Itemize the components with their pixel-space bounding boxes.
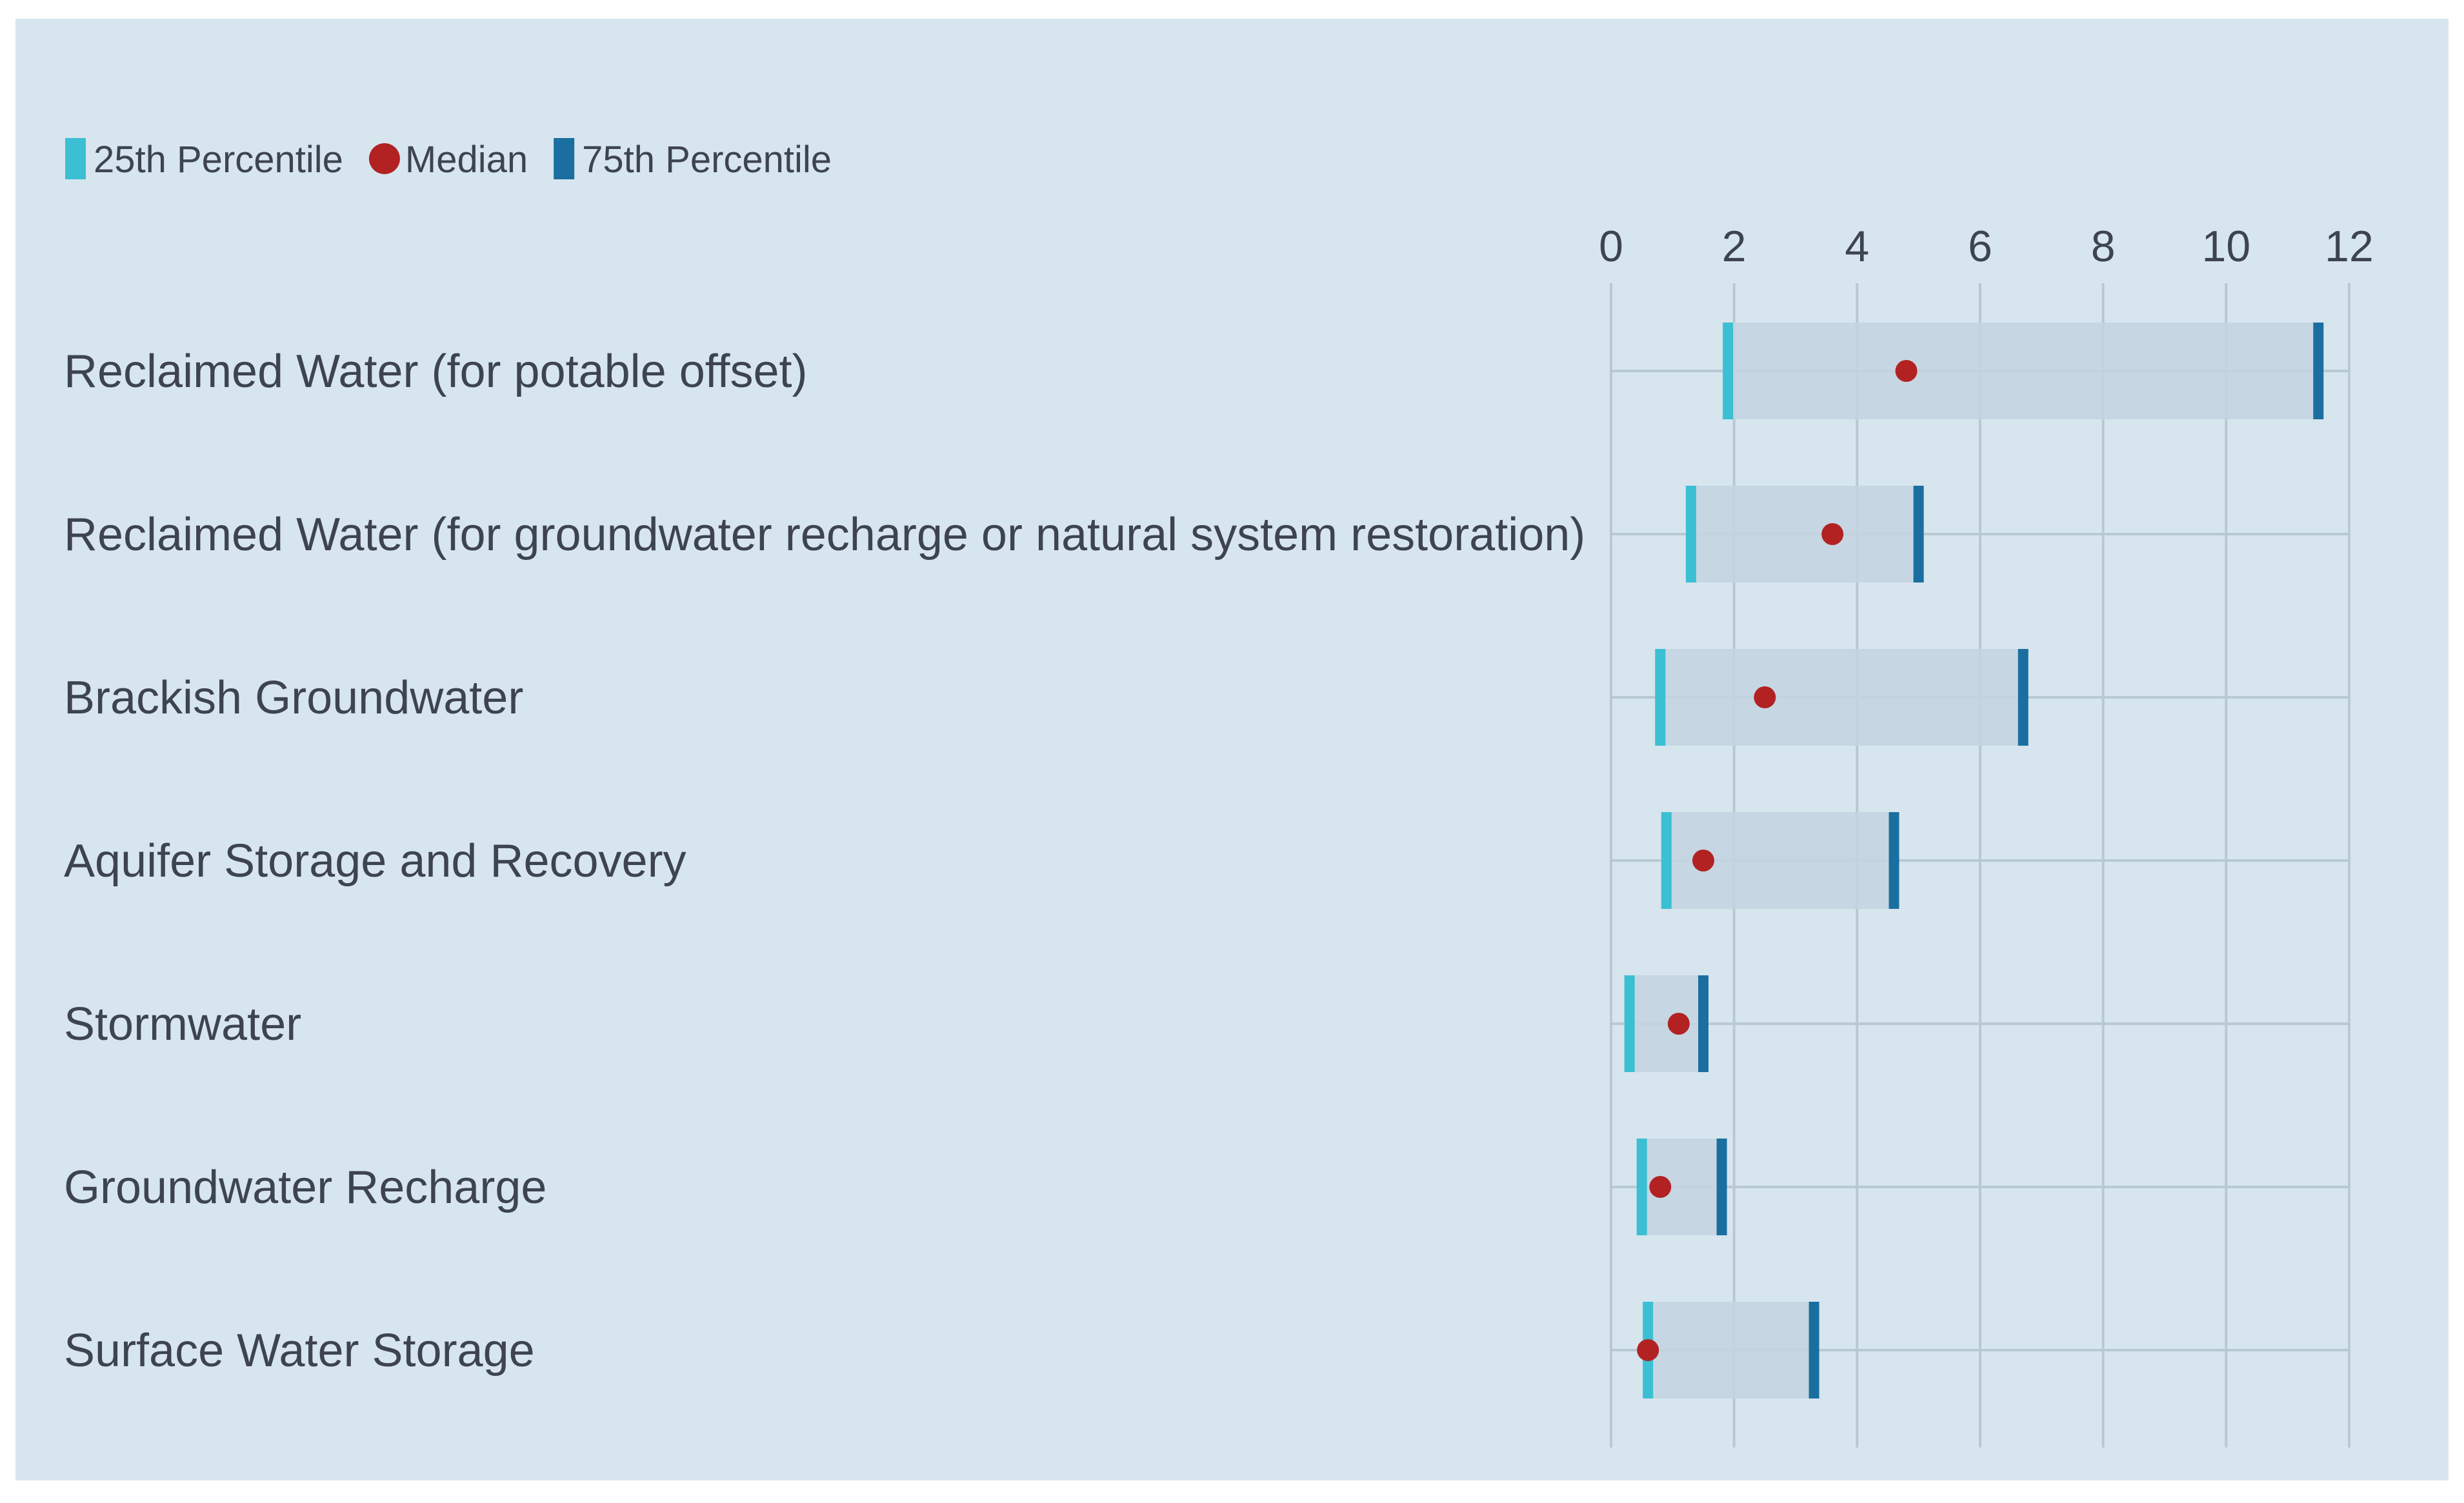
x-tick-label-12: 12 — [2325, 222, 2374, 271]
median-marker — [1637, 1339, 1659, 1361]
p75-marker — [1913, 486, 1924, 582]
p75-marker — [1808, 1302, 1819, 1398]
chart-row — [1611, 1302, 2349, 1398]
category-label: Aquifer Storage and Recovery — [64, 835, 686, 887]
p25-marker — [1636, 1139, 1647, 1235]
chart-row — [1611, 1139, 2349, 1235]
x-tick-label-8: 8 — [2091, 222, 2116, 271]
chart-row — [1611, 486, 2349, 582]
x-tick-label-6: 6 — [1968, 222, 1992, 271]
p75-marker — [1716, 1139, 1727, 1235]
p25-marker — [1655, 649, 1666, 746]
range-band — [1648, 1302, 1814, 1398]
x-tick-label-4: 4 — [1845, 222, 1869, 271]
range-band — [1660, 649, 2023, 746]
range-band — [1690, 486, 1919, 582]
legend-p25-marker — [65, 138, 86, 179]
legend-median-label: Median — [405, 139, 528, 181]
x-axis-ticks: 0 2 4 6 8 10 12 — [1599, 222, 2374, 271]
category-labels: Reclaimed Water (for potable offset) Recl… — [64, 346, 1585, 1377]
p25-marker — [1661, 812, 1672, 909]
median-marker — [1649, 1176, 1672, 1198]
range-band — [1629, 975, 1703, 1072]
chart-panel: 25th Percentile Median 75th Percentile 0 2 4… — [15, 19, 2449, 1480]
category-label: Groundwater Recharge — [64, 1162, 546, 1213]
category-label: Stormwater — [64, 999, 301, 1050]
p75-marker — [2018, 649, 2028, 746]
p25-marker — [1723, 323, 1734, 419]
p75-marker — [1888, 812, 1899, 909]
legend-median-marker — [368, 143, 400, 174]
p75-marker — [1698, 975, 1708, 1072]
category-label: Reclaimed Water (for groundwater recharg… — [64, 509, 1585, 561]
chart-row — [1611, 812, 2349, 909]
median-marker — [1895, 360, 1918, 382]
p75-marker — [2313, 323, 2324, 419]
chart-row — [1611, 649, 2349, 746]
median-marker — [1754, 686, 1776, 708]
legend-p75-label: 75th Percentile — [582, 139, 832, 181]
legend: 25th Percentile Median 75th Percentile — [65, 138, 832, 181]
legend-p75-marker — [554, 138, 575, 179]
median-marker — [1821, 523, 1844, 545]
x-tick-label-10: 10 — [2202, 222, 2251, 271]
median-marker — [1692, 850, 1714, 871]
chart-rows — [1611, 323, 2349, 1398]
p25-marker — [1685, 486, 1696, 582]
category-label: Reclaimed Water (for potable offset) — [64, 346, 808, 397]
range-band — [1728, 323, 2319, 419]
range-chart: 25th Percentile Median 75th Percentile 0 2 4… — [64, 138, 2374, 1448]
p25-marker — [1624, 975, 1635, 1072]
category-label: Brackish Groundwater — [64, 672, 523, 724]
chart-row — [1611, 975, 2349, 1072]
legend-p25-label: 25th Percentile — [94, 139, 343, 181]
x-tick-label-2: 2 — [1722, 222, 1747, 271]
x-tick-label-0: 0 — [1599, 222, 1623, 271]
chart-row — [1611, 323, 2349, 419]
category-label: Surface Water Storage — [64, 1325, 535, 1377]
median-marker — [1667, 1013, 1690, 1035]
